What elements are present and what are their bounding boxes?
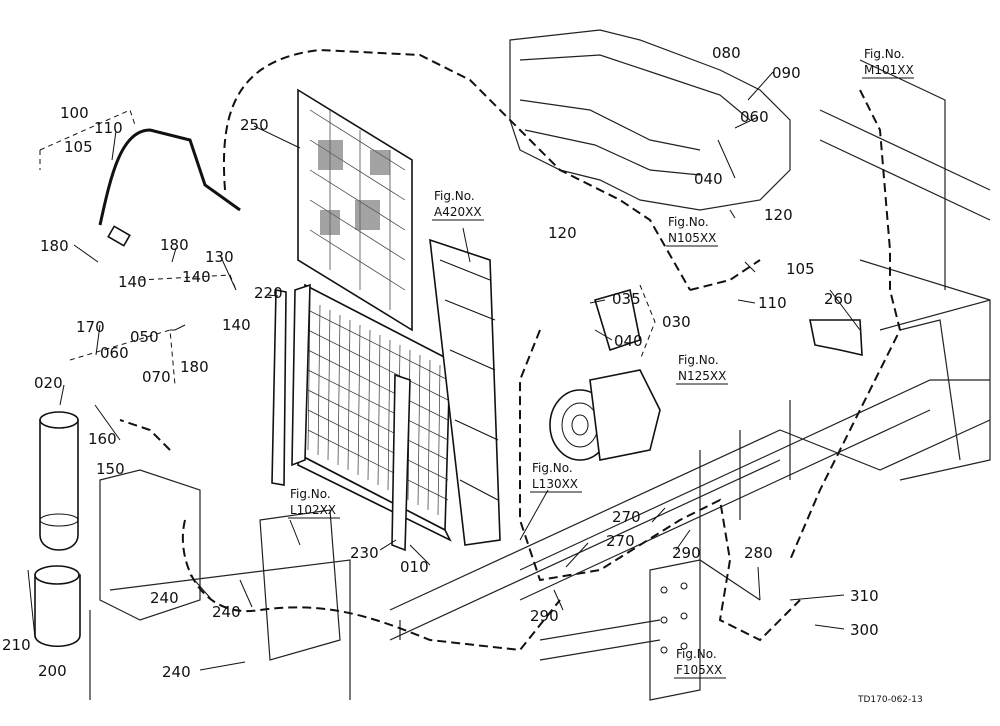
radiator-panel (429, 238, 501, 546)
drier-clamp (34, 565, 81, 647)
callout-310: 310 (850, 587, 879, 605)
callout-150: 150 (96, 460, 125, 478)
fig-label: Fig.No. (532, 461, 573, 475)
fig-ref-m101: Fig.No. M101XX (862, 47, 914, 79)
callout-060: 060 (100, 344, 129, 362)
callout-030: 030 (662, 313, 691, 331)
bracket-260 (809, 319, 863, 357)
fig-code: N125XX (678, 369, 726, 383)
callout-100: 100 (60, 104, 89, 122)
condenser (291, 283, 452, 552)
callout-290: 290 (530, 607, 559, 625)
callout-120: 120 (764, 206, 793, 224)
callout-240: 240 (150, 589, 179, 607)
callout-120: 120 (548, 224, 577, 242)
callout-270: 270 (606, 532, 635, 550)
callout-200: 200 (38, 662, 67, 680)
fig-code: A420XX (434, 205, 482, 219)
fig-label: Fig.No. (864, 47, 905, 61)
insect-screen (297, 88, 413, 332)
fig-code: M101XX (864, 63, 914, 77)
callout-290: 290 (672, 544, 701, 562)
fig-ref-n105: Fig.No. N105XX (666, 215, 718, 247)
callout-170: 170 (76, 318, 105, 336)
callout-040: 040 (614, 332, 643, 350)
pipe-assembly-100 (98, 128, 241, 247)
callout-300: 300 (850, 621, 879, 639)
fig-code: L102XX (290, 503, 336, 517)
callout-140: 140 (118, 273, 147, 291)
callout-140: 140 (222, 316, 251, 334)
fig-code: N105XX (668, 231, 716, 245)
callout-230: 230 (350, 544, 379, 562)
fig-code: F105XX (676, 663, 722, 677)
callout-035: 035 (612, 290, 641, 308)
callout-240: 240 (162, 663, 191, 681)
callout-240: 240 (212, 603, 241, 621)
callout-210: 210 (2, 636, 31, 654)
callout-270: 270 (612, 508, 641, 526)
leader-lines (27, 71, 861, 671)
callout-010: 010 (400, 558, 429, 576)
callout-280: 280 (744, 544, 773, 562)
callout-160: 160 (88, 430, 117, 448)
drawing-code: TD170-062-13 (857, 695, 923, 705)
callout-180: 180 (160, 236, 189, 254)
fig-ref-f105: Fig.No. F105XX (674, 647, 726, 679)
fig-label: Fig.No. (434, 189, 475, 203)
callout-020: 020 (34, 374, 63, 392)
condenser-bracket (271, 289, 287, 486)
callout-180: 180 (40, 237, 69, 255)
receiver-drier (39, 411, 79, 551)
callout-090: 090 (772, 64, 801, 82)
fig-ref-a420: Fig.No. A420XX (432, 189, 484, 221)
compressor (549, 288, 661, 461)
fig-label: Fig.No. (668, 215, 709, 229)
fig-label: Fig.No. (290, 487, 331, 501)
callout-140: 140 (182, 268, 211, 286)
callout-110: 110 (758, 294, 787, 312)
part-callouts: 100 110 105 180 180 130 140 140 140 180 … (2, 44, 879, 681)
fig-label: Fig.No. (676, 647, 717, 661)
fig-label: Fig.No. (678, 353, 719, 367)
callout-070: 070 (142, 368, 171, 386)
callout-110: 110 (94, 119, 123, 137)
callout-080: 080 (712, 44, 741, 62)
callout-130: 130 (205, 248, 234, 266)
callout-060: 060 (740, 108, 769, 126)
callout-250: 250 (240, 116, 269, 134)
fig-ref-l102: Fig.No. L102XX (288, 487, 340, 519)
fig-ref-n125: Fig.No. N125XX (676, 353, 728, 385)
callout-220: 220 (254, 284, 283, 302)
fig-code: L130XX (532, 477, 578, 491)
fig-ref-l130: Fig.No. L130XX (530, 461, 582, 493)
callout-260: 260 (824, 290, 853, 308)
callout-105: 105 (64, 138, 93, 156)
callout-050: 050 (130, 328, 159, 346)
callout-040: 040 (694, 170, 723, 188)
refrigerant-lines (119, 48, 902, 652)
callout-180: 180 (180, 358, 209, 376)
vehicle-frame (89, 29, 991, 701)
callout-105: 105 (786, 260, 815, 278)
